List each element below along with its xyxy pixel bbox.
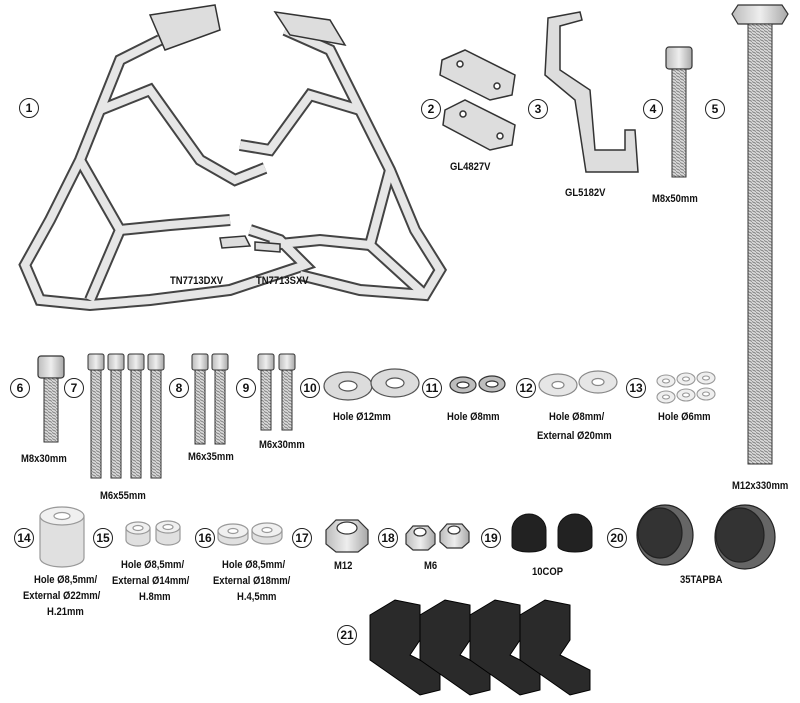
crash-bar-frame <box>18 4 448 312</box>
washers-6mm <box>656 371 716 404</box>
part-number-18: 18 <box>378 528 398 548</box>
bolt-m8x50 <box>665 46 693 178</box>
washers-8mm-20mm <box>538 370 618 397</box>
part-15-label-line2: External Ø14mm/ <box>112 575 190 587</box>
part-number-5: 5 <box>705 99 725 119</box>
part-3-label: GL5182V <box>565 187 606 199</box>
part-9-label: M6x30mm <box>259 439 305 451</box>
part-14-label-line1: Hole Ø8,5mm/ <box>34 574 98 586</box>
part-4-label: M8x50mm <box>652 193 698 205</box>
part-10-label: Hole Ø12mm <box>333 411 391 423</box>
part-6-label: M8x30mm <box>21 453 67 465</box>
lock-washers-8mm <box>449 375 506 394</box>
part-number-6: 6 <box>10 378 30 398</box>
spacer-21mm <box>39 506 85 568</box>
spacers-8mm <box>125 520 181 547</box>
part-number-7: 7 <box>64 378 84 398</box>
part-1-label-left: TN7713SXV <box>256 275 309 287</box>
part-13-label: Hole Ø6mm <box>658 411 711 423</box>
part-number-10: 10 <box>300 378 320 398</box>
caps-10cop <box>511 513 593 553</box>
part-5-label: M12x330mm <box>732 480 789 492</box>
part-number-2: 2 <box>421 99 441 119</box>
part-number-1: 1 <box>19 98 39 118</box>
bolts-m6x35 <box>191 353 229 445</box>
bolts-m6x55 <box>87 353 165 479</box>
bolt-m8x30 <box>37 355 65 443</box>
washers-12mm <box>323 368 420 401</box>
bolt-m12x330 <box>731 4 789 465</box>
part-12-label-line1: Hole Ø8mm/ <box>549 411 605 423</box>
spacers-4-5mm <box>217 522 283 546</box>
part-number-14: 14 <box>14 528 34 548</box>
part-number-12: 12 <box>516 378 536 398</box>
bracket-plates <box>439 49 516 151</box>
part-number-11: 11 <box>422 378 442 398</box>
part-14-label-line2: External Ø22mm/ <box>23 590 101 602</box>
plugs-35tapba <box>636 504 776 570</box>
part-20-label: 35TAPBA <box>680 574 723 586</box>
part-number-13: 13 <box>626 378 646 398</box>
clamps <box>369 599 591 696</box>
part-16-label-line1: Hole Ø8,5mm/ <box>222 559 286 571</box>
part-15-label-line1: Hole Ø8,5mm/ <box>121 559 185 571</box>
part-12-label-line2: External Ø20mm <box>537 430 612 442</box>
part-number-21: 21 <box>337 625 357 645</box>
part-17-label: M12 <box>334 560 353 572</box>
bolts-m6x30 <box>257 353 296 431</box>
part-number-8: 8 <box>169 378 189 398</box>
bent-plate <box>544 11 639 173</box>
part-number-16: 16 <box>195 528 215 548</box>
part-number-15: 15 <box>93 528 113 548</box>
part-15-label-line3: H.8mm <box>139 591 171 603</box>
part-number-17: 17 <box>292 528 312 548</box>
nut-m12 <box>325 519 369 553</box>
part-number-3: 3 <box>528 99 548 119</box>
part-number-19: 19 <box>481 528 501 548</box>
part-16-label-line3: H.4,5mm <box>237 591 277 603</box>
part-number-9: 9 <box>236 378 256 398</box>
part-number-20: 20 <box>607 528 627 548</box>
part-2-label: GL4827V <box>450 161 491 173</box>
part-16-label-line2: External Ø18mm/ <box>213 575 291 587</box>
part-14-label-line3: H.21mm <box>47 606 84 618</box>
part-8-label: M6x35mm <box>188 451 234 463</box>
part-number-4: 4 <box>643 99 663 119</box>
nuts-m6 <box>405 523 470 551</box>
part-18-label: M6 <box>424 560 438 572</box>
part-7-label: M6x55mm <box>100 490 146 502</box>
part-11-label: Hole Ø8mm <box>447 411 500 423</box>
part-1-label-right: TN7713DXV <box>170 275 224 287</box>
part-19-label: 10COP <box>532 566 564 578</box>
